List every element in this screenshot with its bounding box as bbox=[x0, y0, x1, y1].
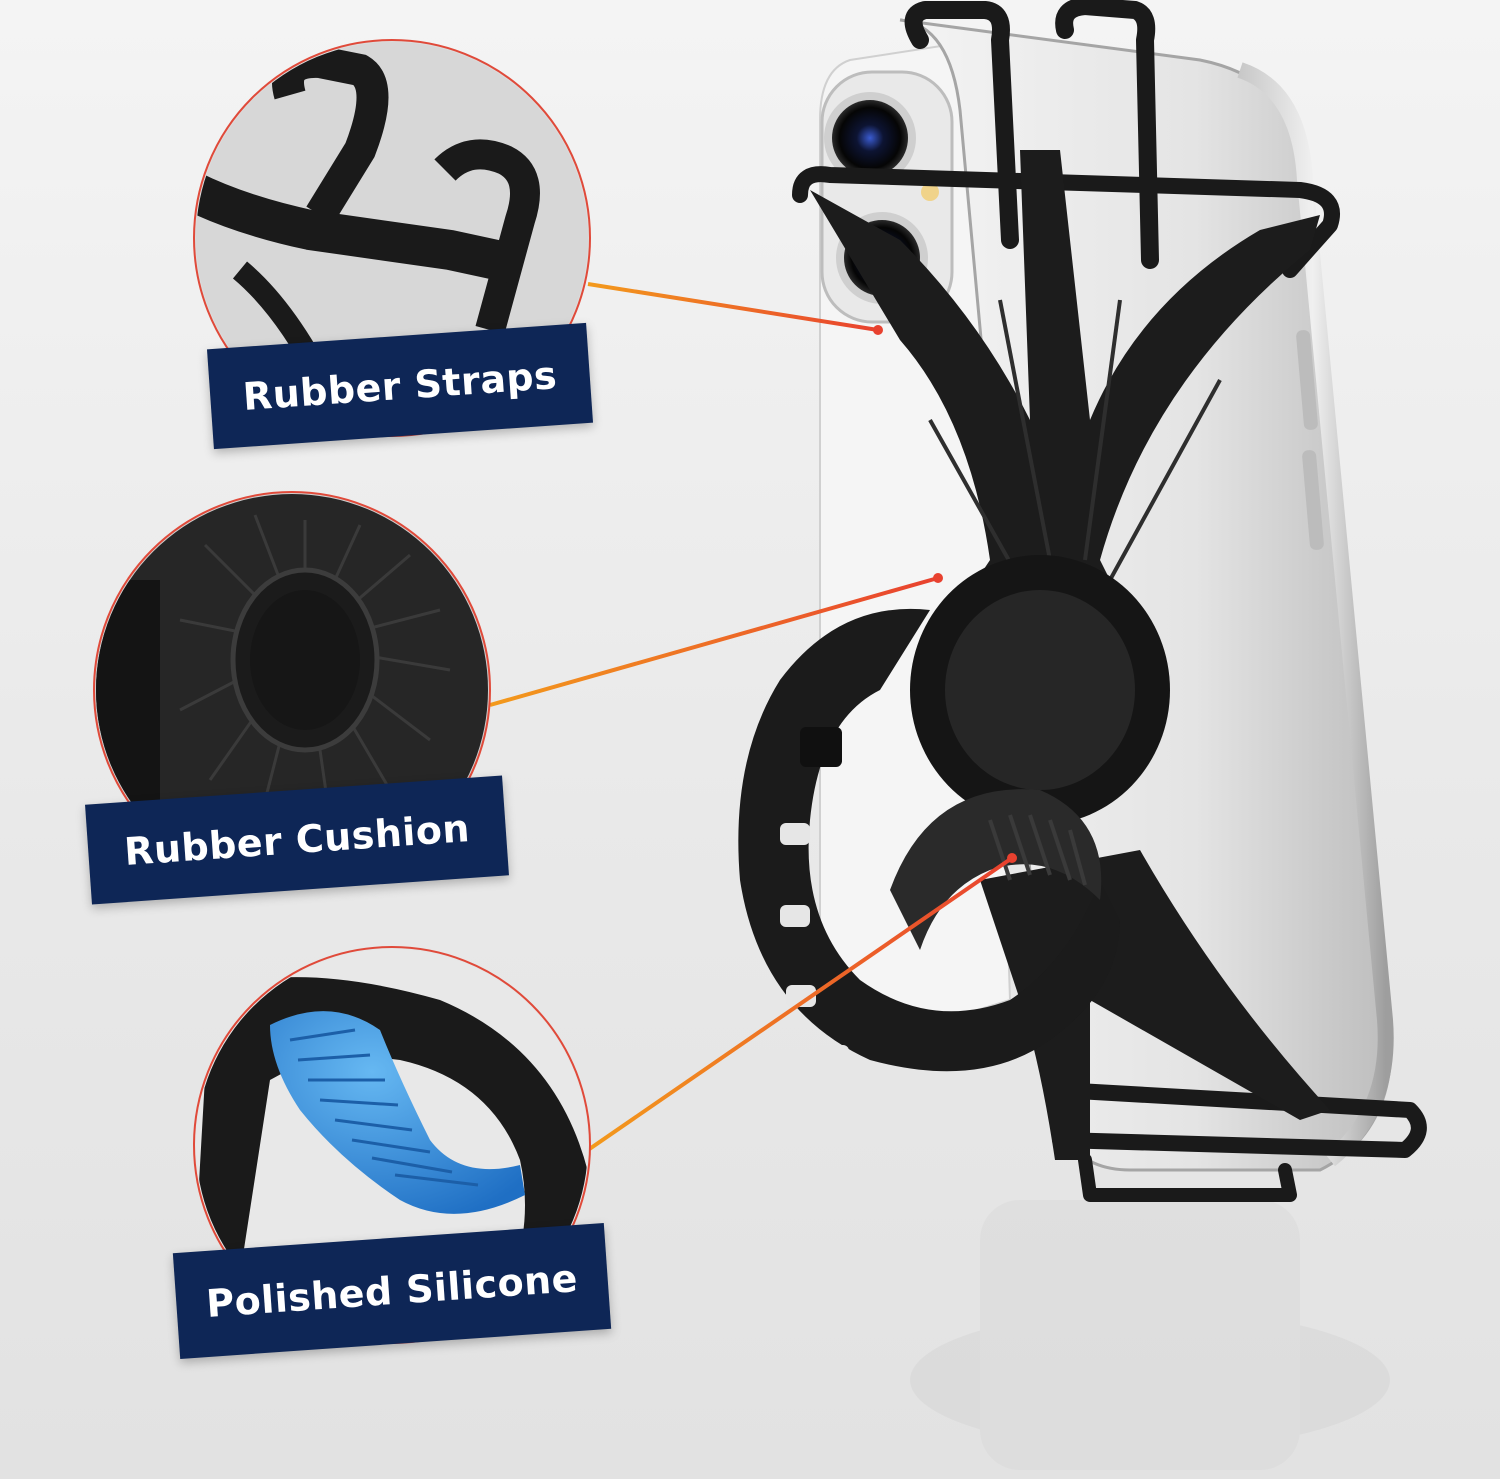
holder-body bbox=[810, 150, 1330, 1160]
reflection bbox=[910, 1200, 1390, 1470]
rubber-holder bbox=[792, 0, 1427, 1202]
handlebar-clamp bbox=[738, 555, 1170, 1072]
leader-lines bbox=[489, 282, 1017, 1152]
